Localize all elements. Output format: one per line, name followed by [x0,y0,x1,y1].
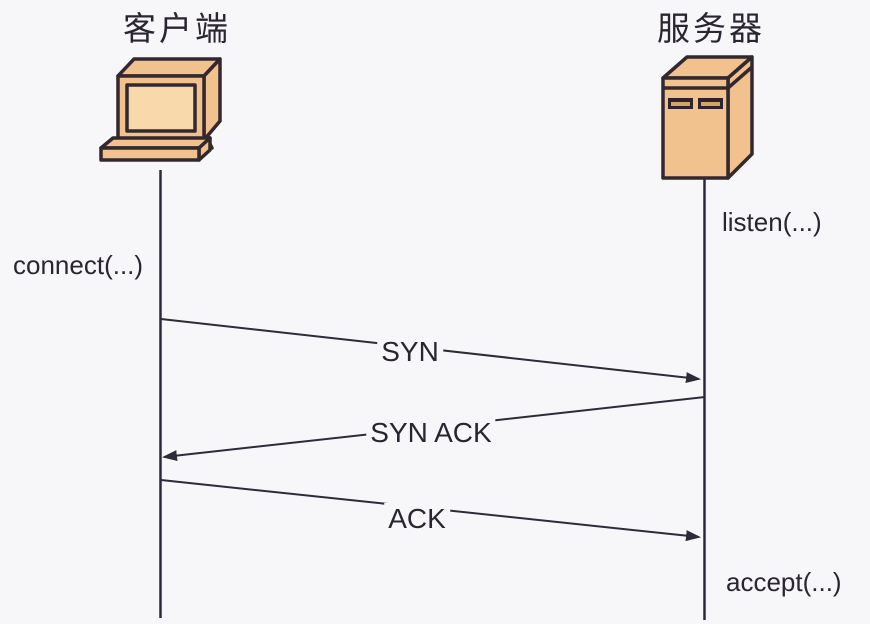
client-computer-icon [99,57,222,162]
client-title: 客户端 [123,10,231,47]
message-label-ack: ACK [384,503,450,535]
message-label-syn: SYN [377,336,443,368]
listen-call-label: listen(...) [722,207,822,237]
message-label-syn-ack: SYN ACK [366,417,496,449]
server-tower-icon [661,55,754,180]
connect-call-label: connect(...) [13,250,144,280]
server-title: 服务器 [657,10,765,47]
accept-call-label: accept(...) [726,567,842,597]
server-slot-icons [668,98,723,109]
